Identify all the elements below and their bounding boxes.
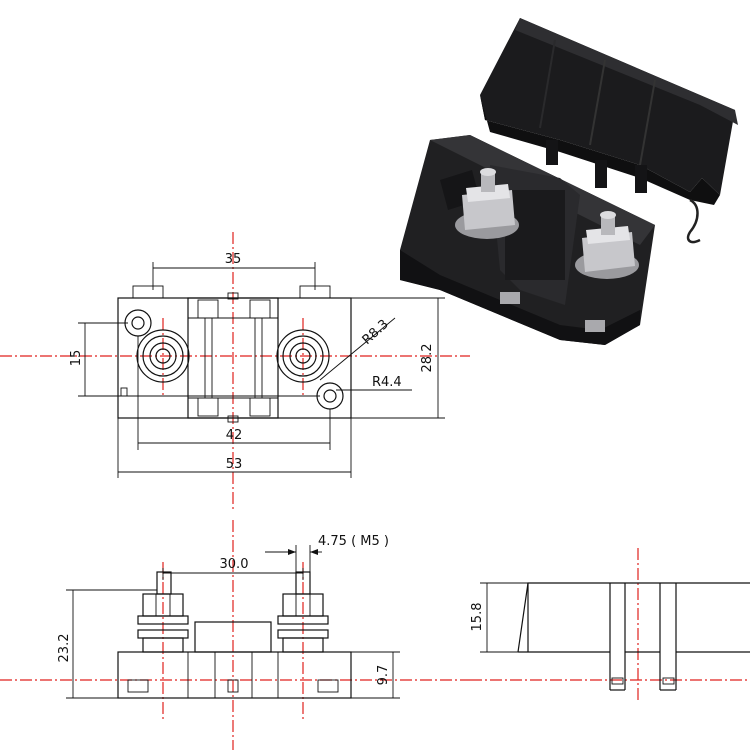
dim-r4-4-label: R4.4	[372, 375, 402, 390]
dim-42-label: 42	[226, 428, 243, 443]
side-base	[117, 651, 352, 699]
top-view: 35 15 R8.3 R4.4 28.2	[0, 232, 470, 510]
right-stud-top	[276, 329, 330, 383]
dimension-9-7: 9.7	[351, 651, 400, 699]
left-stud-top	[136, 329, 190, 383]
fuse-holder-photo	[400, 18, 738, 345]
left-stud-side	[137, 571, 189, 653]
dim-53-label: 53	[226, 457, 243, 472]
dim-28-2-label: 28.2	[420, 344, 435, 373]
mounting-hole-bottom-right	[316, 382, 344, 410]
cover-leg-left	[609, 583, 626, 691]
dimension-23-2: 23.2	[57, 589, 157, 699]
dimension-r4-4: R4.4	[336, 375, 412, 391]
dimension-r8-3: R8.3	[319, 317, 396, 381]
cover-view: 15.8	[470, 548, 750, 700]
dim-15-label: 15	[69, 350, 84, 367]
dim-30-label: 30.0	[220, 557, 249, 572]
dim-r8-3-label: R8.3	[360, 317, 392, 348]
dimension-15-8: 15.8	[470, 582, 528, 653]
dimension-35: 35	[152, 252, 316, 290]
fuse-holder-lid	[480, 18, 738, 244]
dimension-stud-size: 4.75 ( M5 )	[265, 534, 389, 572]
side-view: 30.0 4.75 ( M5 ) 23.2 9.7	[0, 520, 470, 750]
dimension-42: 42	[137, 336, 331, 450]
dim-stud-size-label: 4.75 ( M5 )	[318, 534, 389, 549]
dim-9-7-label: 9.7	[376, 665, 391, 686]
dimension-30: 30.0	[162, 557, 304, 580]
right-stud-side	[277, 571, 329, 653]
cover-outline	[517, 582, 750, 653]
mounting-hole-top-left	[124, 309, 152, 337]
dim-23-2-label: 23.2	[57, 634, 72, 663]
fuse-holder-base	[400, 135, 655, 345]
dim-15-8-label: 15.8	[470, 603, 485, 632]
dimension-53: 53	[117, 418, 352, 478]
dimension-15: 15	[69, 322, 320, 397]
dimension-28-2: 28.2	[351, 297, 445, 419]
dim-35-label: 35	[225, 252, 242, 267]
cover-leg-right	[659, 583, 677, 691]
